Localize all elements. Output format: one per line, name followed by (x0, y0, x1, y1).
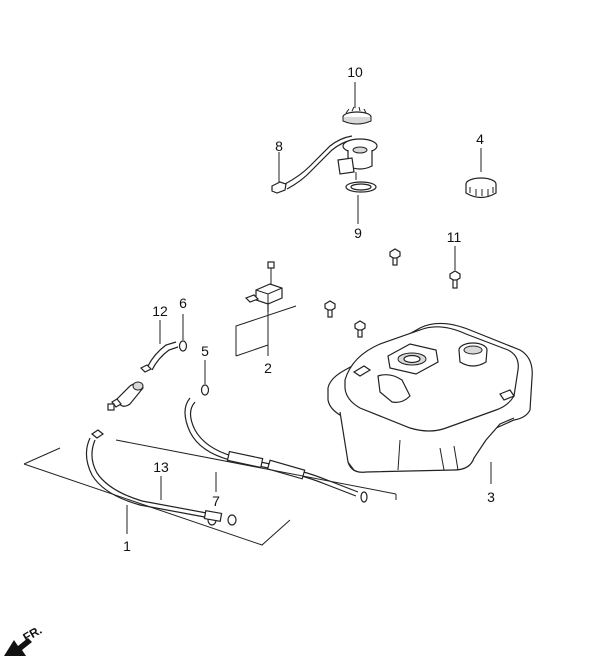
callout-11: 11 (447, 229, 462, 245)
callout-12: 12 (152, 303, 168, 319)
callout-3: 3 (487, 489, 495, 505)
callout-8: 8 (275, 138, 283, 154)
part-11-bolts (324, 246, 461, 338)
fuel-filter (107, 381, 144, 411)
callout-10: 10 (347, 64, 363, 80)
part-9-gasket (345, 181, 377, 224)
callout-6: 6 (179, 295, 187, 311)
part-8-fuel-pump (271, 135, 378, 194)
bolt (449, 270, 461, 289)
front-arrow-icon (4, 638, 32, 656)
callout-1: 1 (123, 538, 131, 554)
bolt (389, 248, 401, 266)
bolt (354, 320, 366, 338)
part-4-fuel-cap (465, 148, 497, 199)
callout-4: 4 (476, 131, 484, 147)
part-5-clip (200, 360, 210, 396)
part-6-clip (178, 314, 188, 352)
callout-13: 13 (153, 459, 169, 475)
callout-5: 5 (201, 343, 209, 359)
part-2-fuel-valve (235, 261, 297, 357)
part-1-13-hose-assembly (23, 429, 291, 546)
callout-2: 2 (264, 360, 272, 376)
part-10-lock-ring (342, 82, 372, 125)
part-7-hose (115, 397, 397, 526)
callout-9: 9 (354, 225, 362, 241)
part-3-fuel-tank (327, 322, 533, 484)
bolt (324, 300, 336, 318)
callout-7: 7 (212, 493, 220, 509)
part-12-hose (139, 320, 179, 373)
front-direction-indicator: FR. (4, 623, 44, 656)
